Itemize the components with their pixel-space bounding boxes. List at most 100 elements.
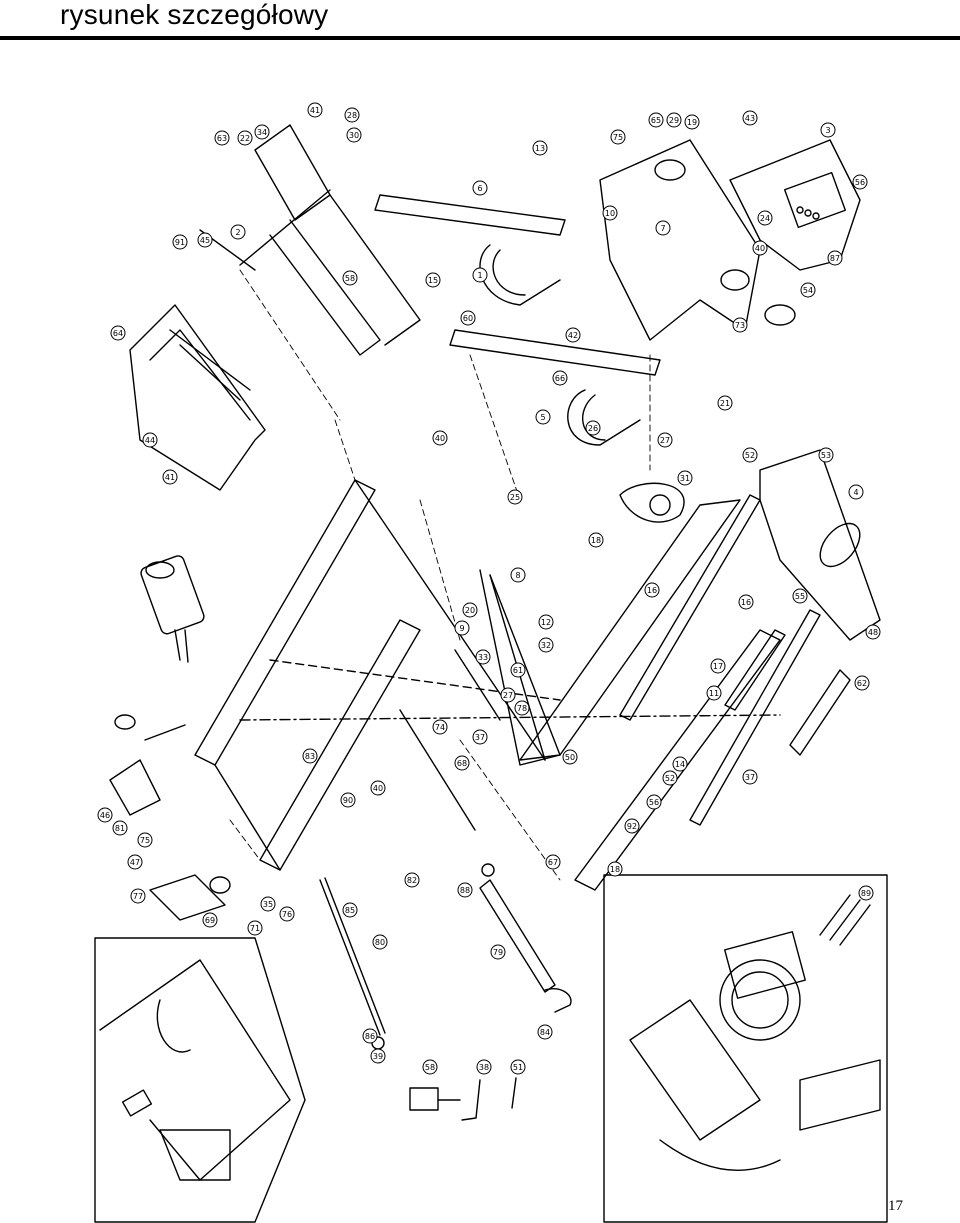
svg-text:89: 89 <box>861 889 871 898</box>
motor-cover <box>129 304 266 491</box>
svg-text:47: 47 <box>130 858 140 867</box>
callout-bubble: 85 <box>342 902 358 918</box>
svg-text:19: 19 <box>687 118 697 127</box>
svg-text:56: 56 <box>649 798 659 807</box>
callout-bubble: 75 <box>137 832 153 848</box>
svg-text:32: 32 <box>541 641 551 650</box>
callout-bubble: 61 <box>510 662 526 678</box>
crossbar-tubes <box>374 194 661 376</box>
svg-text:76: 76 <box>282 910 292 919</box>
callout-bubble: 35 <box>260 896 276 912</box>
callout-bubble: 28 <box>344 107 360 123</box>
callout-bubble: 40 <box>432 430 448 446</box>
callout-bubble: 31 <box>677 470 693 486</box>
callout-bubble: 78 <box>514 700 530 716</box>
callout-bubble: 30 <box>346 127 362 143</box>
svg-text:25: 25 <box>510 493 520 502</box>
callout-bubble: 14 <box>672 756 688 772</box>
drive-belt <box>619 482 685 523</box>
svg-text:78: 78 <box>517 704 527 713</box>
callout-bubble: 16 <box>738 594 754 610</box>
svg-text:62: 62 <box>857 679 867 688</box>
svg-text:24: 24 <box>760 214 770 223</box>
callout-bubble: 33 <box>475 649 491 665</box>
callout-bubble: 60 <box>460 310 476 326</box>
svg-text:15: 15 <box>428 276 438 285</box>
svg-text:16: 16 <box>647 586 657 595</box>
svg-text:79: 79 <box>493 948 503 957</box>
callout-bubble: 44 <box>142 432 158 448</box>
svg-text:5: 5 <box>540 413 545 422</box>
svg-text:67: 67 <box>548 858 558 867</box>
callout-bubble: 84 <box>537 1024 553 1040</box>
svg-text:27: 27 <box>660 436 670 445</box>
callout-bubble: 62 <box>854 675 870 691</box>
svg-text:52: 52 <box>745 451 755 460</box>
svg-text:10: 10 <box>605 209 615 218</box>
svg-text:3: 3 <box>825 126 830 135</box>
svg-text:6: 6 <box>477 184 482 193</box>
leader-lines <box>229 269 651 881</box>
svg-text:37: 37 <box>475 733 485 742</box>
callout-bubble: 32 <box>538 637 554 653</box>
svg-text:53: 53 <box>821 451 831 460</box>
callout-bubble: 79 <box>490 944 506 960</box>
svg-text:54: 54 <box>803 286 813 295</box>
inset-left-detail <box>94 937 306 1223</box>
callout-bubble: 42 <box>565 327 581 343</box>
callout-bubble: 81 <box>112 820 128 836</box>
callout-bubble: 16 <box>644 582 660 598</box>
callout-bubble: 46 <box>97 807 113 823</box>
callout-bubble: 40 <box>752 240 768 256</box>
callout-bubble: 4 <box>848 484 864 500</box>
svg-text:28: 28 <box>347 111 357 120</box>
svg-text:46: 46 <box>100 811 110 820</box>
svg-text:58: 58 <box>425 1063 435 1072</box>
svg-text:41: 41 <box>165 473 175 482</box>
callout-bubble: 53 <box>818 447 834 463</box>
callout-bubbles: 63 22 34 41 28 30 13 6 75 65 29 19 43 3 … <box>97 102 881 1075</box>
callout-bubble: 13 <box>532 140 548 156</box>
svg-text:75: 75 <box>613 133 623 142</box>
svg-text:74: 74 <box>435 723 445 732</box>
callout-bubble: 18 <box>588 532 604 548</box>
svg-text:81: 81 <box>115 824 125 833</box>
callout-bubble: 20 <box>462 602 478 618</box>
callout-bubble: 68 <box>454 755 470 771</box>
callout-bubble: 87 <box>827 250 843 266</box>
svg-text:83: 83 <box>305 752 315 761</box>
callout-bubble: 64 <box>110 325 126 341</box>
svg-text:41: 41 <box>310 106 320 115</box>
page-title: rysunek szczegółowy <box>60 0 329 30</box>
callout-bubble: 66 <box>552 370 568 386</box>
callout-bubble: 12 <box>538 614 554 630</box>
page-number: 17 <box>888 1198 903 1214</box>
svg-text:91: 91 <box>175 238 185 247</box>
callout-bubble: 37 <box>472 729 488 745</box>
svg-text:61: 61 <box>513 666 523 675</box>
svg-text:65: 65 <box>651 116 661 125</box>
callout-bubble: 25 <box>507 489 523 505</box>
callout-bubble: 3 <box>820 122 836 138</box>
callout-bubble: 54 <box>800 282 816 298</box>
callout-bubble: 86 <box>362 1028 378 1044</box>
svg-text:88: 88 <box>460 886 470 895</box>
svg-text:31: 31 <box>680 474 690 483</box>
callout-bubble: 27 <box>657 432 673 448</box>
callout-bubble: 55 <box>792 588 808 604</box>
callout-bubble: 8 <box>510 567 526 583</box>
callout-bubble: 40 <box>370 780 386 796</box>
callout-bubble: 41 <box>162 469 178 485</box>
upright-frame-left <box>199 124 421 356</box>
callout-bubble: 58 <box>342 270 358 286</box>
callout-bubble: 5 <box>535 409 551 425</box>
callout-bubble: 47 <box>127 854 143 870</box>
svg-text:22: 22 <box>240 134 250 143</box>
svg-text:90: 90 <box>343 796 353 805</box>
callout-bubble: 34 <box>254 124 270 140</box>
svg-text:18: 18 <box>591 536 601 545</box>
svg-text:87: 87 <box>830 254 840 263</box>
svg-text:73: 73 <box>735 321 745 330</box>
callout-bubble: 10 <box>602 205 618 221</box>
callout-bubble: 48 <box>865 624 881 640</box>
